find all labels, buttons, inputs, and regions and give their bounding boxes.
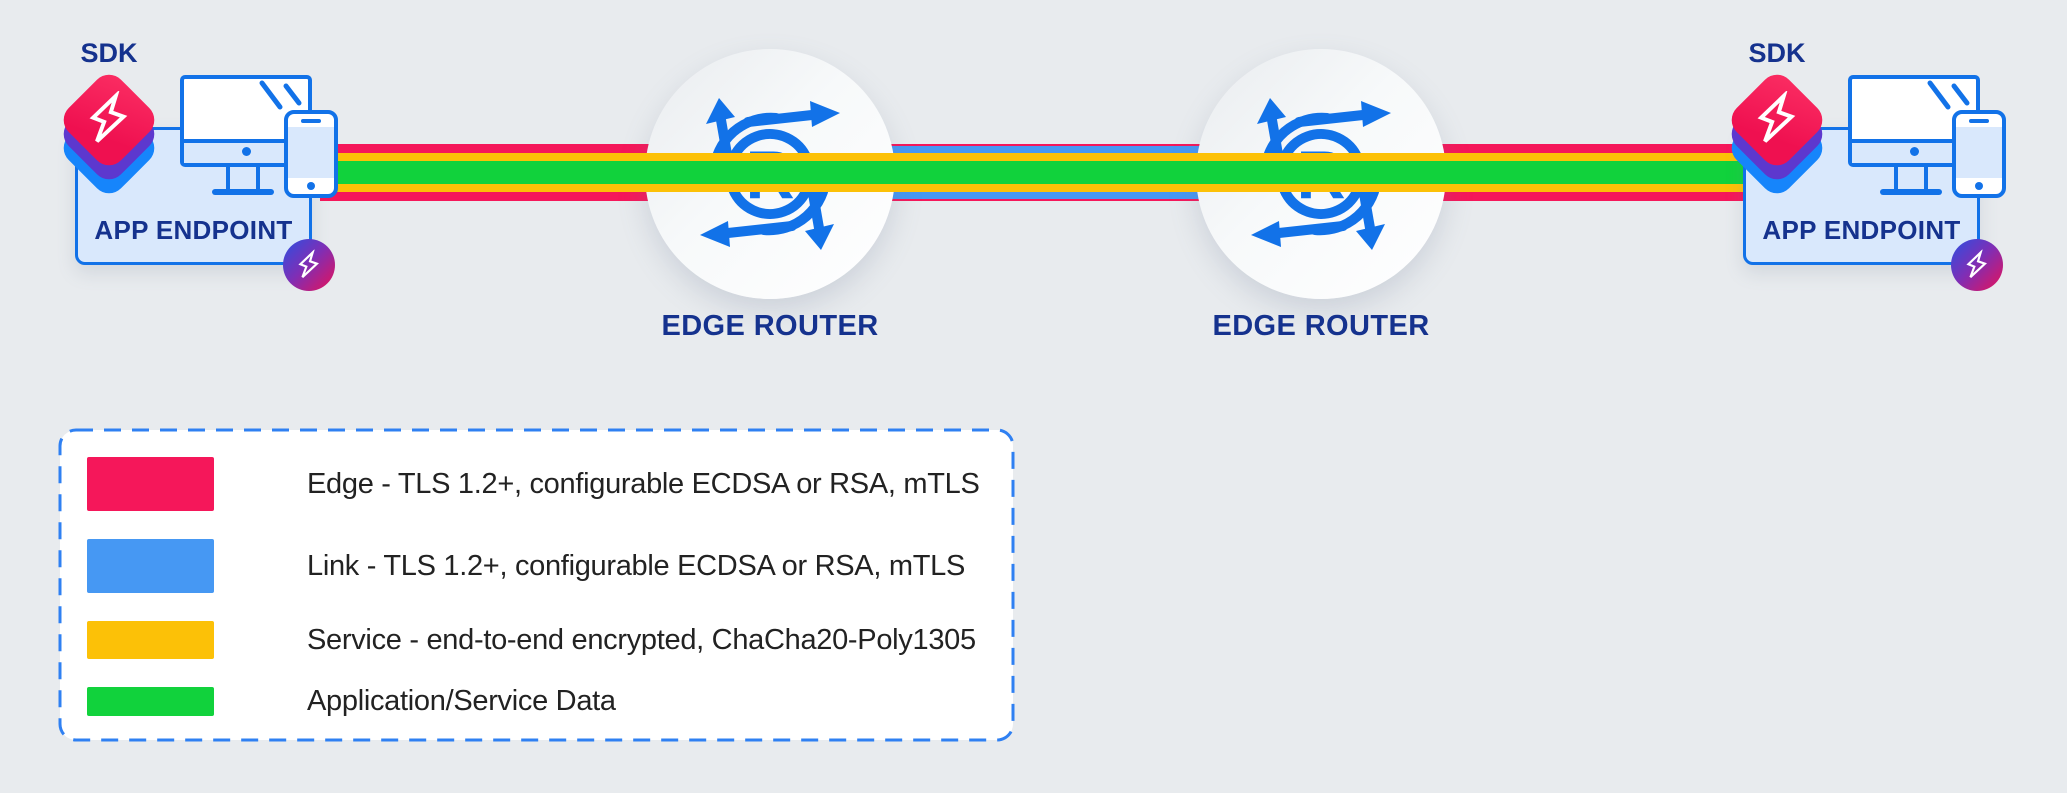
sdk-label: SDK	[80, 38, 138, 68]
application-data-stripe	[320, 161, 1745, 184]
wireless-signal-icon	[259, 80, 302, 110]
legend-label-service: Service - end-to-end encrypted, ChaCha20…	[307, 623, 976, 656]
ziti-badge-icon	[283, 239, 335, 291]
service-channel-stripe-top	[320, 153, 1745, 161]
legend-dashed-border	[58, 428, 1015, 742]
ziti-bolt-icon	[88, 91, 129, 147]
legend-row-service: Service - end-to-end encrypted, ChaCha20…	[58, 621, 1015, 659]
legend-swatch-edge	[87, 457, 214, 511]
app-endpoint-title: APP ENDPOINT	[94, 215, 293, 245]
monitor-stand	[226, 167, 260, 191]
legend-swatch-link	[87, 539, 214, 593]
sdk-label: SDK	[1748, 38, 1806, 68]
app-endpoint-right: APP ENDPOINT SDK	[1668, 0, 2013, 310]
legend-label-link: Link - TLS 1.2+, configurable ECDSA or R…	[307, 549, 966, 582]
mobile-phone-icon	[284, 110, 338, 198]
link-channel-stripe-top	[770, 146, 1321, 153]
edge-router-label-left: EDGE ROUTER	[661, 310, 879, 342]
link-channel-stripe-bottom	[770, 192, 1321, 199]
edge-router-label-right: EDGE ROUTER	[1212, 310, 1430, 342]
monitor-base	[212, 189, 274, 195]
legend-row-edge: Edge - TLS 1.2+, configurable ECDSA or R…	[58, 457, 1015, 511]
app-endpoint-left: APP ENDPOINT SDK	[0, 0, 345, 310]
app-endpoint-title: APP ENDPOINT	[1762, 215, 1961, 245]
service-channel-stripe-bottom	[320, 184, 1745, 192]
mobile-phone-icon	[1952, 110, 2006, 198]
ziti-bolt-icon	[1756, 91, 1797, 147]
legend-row-data: Application/Service Data	[58, 685, 1015, 717]
legend-label-data: Application/Service Data	[307, 685, 616, 717]
ziti-badge-icon	[1951, 239, 2003, 291]
legend-label-edge: Edge - TLS 1.2+, configurable ECDSA or R…	[307, 467, 980, 500]
legend: Edge - TLS 1.2+, configurable ECDSA or R…	[58, 428, 1015, 742]
wireless-signal-icon	[1927, 80, 1970, 110]
legend-row-link: Link - TLS 1.2+, configurable ECDSA or R…	[58, 539, 1015, 593]
monitor-base	[1880, 189, 1942, 195]
monitor-stand	[1894, 167, 1928, 191]
legend-swatch-service	[87, 621, 214, 659]
legend-swatch-data	[87, 687, 214, 716]
